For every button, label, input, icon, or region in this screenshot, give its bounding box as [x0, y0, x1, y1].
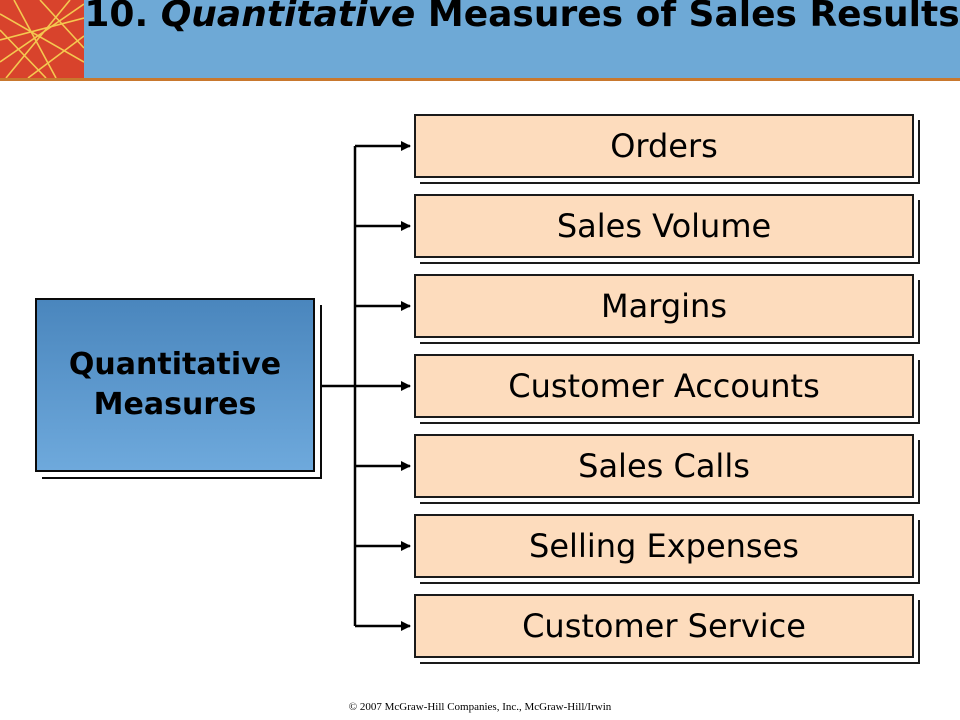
title-rest: Measures of Sales Results [427, 0, 960, 35]
page-title: 10. Quantitative Measures of Sales Resul… [84, 0, 960, 38]
target-box-customer-accounts: Customer Accounts [414, 354, 914, 418]
quantitative-measures-box: Quantitative Measures [35, 298, 315, 472]
target-box-customer-service: Customer Service [414, 594, 914, 658]
copyright-footer: © 2007 McGraw-Hill Companies, Inc., McGr… [348, 701, 612, 713]
title-number: 10. [84, 0, 149, 35]
target-box-selling-expenses: Selling Expenses [414, 514, 914, 578]
title-bar: 10. Quantitative Measures of Sales Resul… [0, 0, 960, 81]
target-box-margins: Margins [414, 274, 914, 338]
target-box-orders: Orders [414, 114, 914, 178]
target-box-sales-calls: Sales Calls [414, 434, 914, 498]
title-italic: Quantitative [160, 0, 416, 35]
publisher-logo [0, 0, 84, 78]
target-box-sales-volume: Sales Volume [414, 194, 914, 258]
